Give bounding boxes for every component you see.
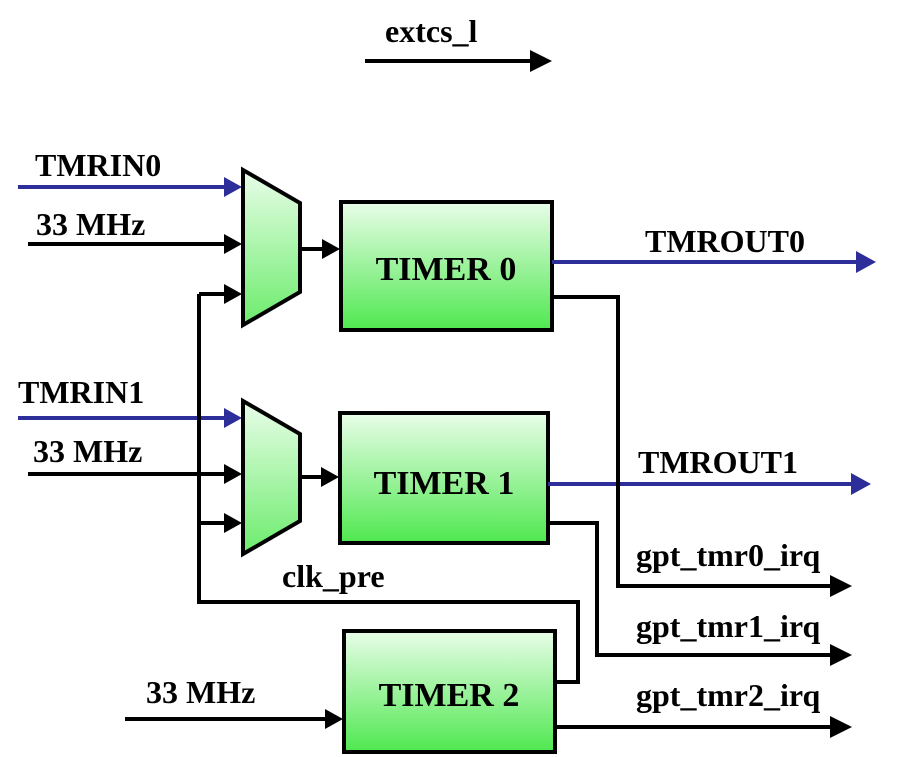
mux1-to-timer1-wire: [300, 467, 339, 487]
irq1-wire: [548, 521, 852, 666]
clk2-wire: [125, 709, 343, 729]
extcs-label: extcs_l: [385, 13, 478, 49]
clk1-wire: [28, 464, 242, 484]
clk-pre-wire: [197, 294, 580, 684]
tmrout1-label: TMROUT1: [638, 444, 798, 480]
timer-2-label: TIMER 2: [379, 677, 520, 714]
timer-1-label: TIMER 1: [374, 465, 515, 502]
timer-1-block: [338, 411, 550, 545]
irq1-label: gpt_tmr1_irq: [636, 608, 820, 644]
clkpre-to-mux1-wire: [199, 513, 242, 533]
tmrin0-label: TMRIN0: [35, 147, 161, 183]
extcs-arrow: [365, 50, 552, 72]
clk1-label: 33 MHz: [33, 433, 142, 469]
clk0-label: 33 MHz: [36, 206, 145, 242]
tmrin1-wire: [18, 408, 242, 428]
mux-0: [241, 166, 302, 329]
tmrin1-label: TMRIN1: [18, 374, 144, 410]
irq2-label: gpt_tmr2_irq: [636, 677, 820, 713]
tmrout1-wire: [548, 473, 871, 495]
timer-2-block: [342, 629, 557, 754]
clk0-wire: [28, 234, 242, 254]
mux0-to-timer0-wire: [300, 239, 340, 259]
tmrin0-wire: [18, 177, 242, 197]
timer-0-block: [339, 200, 554, 332]
timer-0-label: TIMER 0: [376, 251, 517, 288]
clk-pre-label: clk_pre: [282, 558, 385, 594]
clkpre-to-mux0-wire: [199, 284, 242, 304]
irq2-wire: [555, 716, 852, 738]
irq0-wire: [552, 295, 852, 597]
tmrout0-wire: [552, 251, 876, 273]
tmrout0-label: TMROUT0: [645, 223, 805, 259]
clk2-label: 33 MHz: [146, 674, 255, 710]
mux-1: [241, 397, 302, 558]
irq0-label: gpt_tmr0_irq: [636, 537, 820, 573]
